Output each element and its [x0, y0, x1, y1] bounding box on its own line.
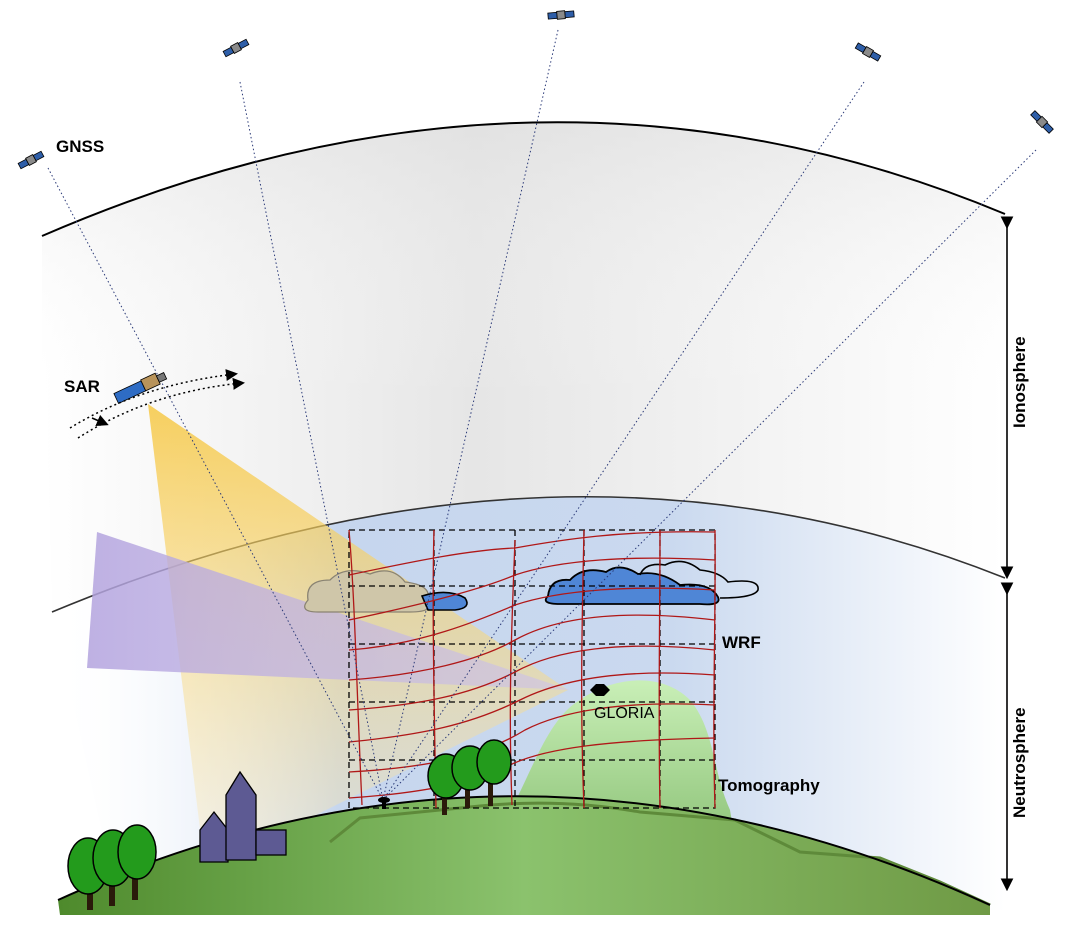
ionosphere-label: Ionosphere [1010, 336, 1029, 428]
gnss-satellite-3 [547, 9, 575, 21]
wrf-grid [348, 529, 716, 809]
gnss-satellite-4 [854, 41, 882, 63]
gnss-receiver-icon [378, 797, 390, 809]
trees-center [427, 739, 512, 815]
ionosphere-upper-boundary [41, 121, 1006, 237]
gnss-signal-paths [47, 29, 1037, 801]
sar-baseline-arrow [91, 414, 109, 426]
neutrosphere-label: Neutrosphere [1010, 707, 1029, 818]
trees-left [67, 824, 157, 910]
gloria-label: GLORIA [594, 705, 655, 722]
ground [58, 796, 990, 915]
sar-orbit-arrows [69, 369, 245, 439]
sar-label: SAR [64, 377, 100, 396]
gnss-satellite-5 [1029, 109, 1055, 135]
gloria-marker-icon [590, 684, 610, 696]
gnss-satellite-1 [17, 149, 45, 171]
sar-satellite [113, 372, 168, 405]
gnss-label: GNSS [56, 137, 104, 156]
earth-surface-line [57, 795, 991, 906]
buildings [199, 770, 287, 863]
wrf-label: WRF [722, 633, 761, 652]
tomography-label: Tomography [718, 776, 820, 795]
gnss-satellite-2 [222, 37, 250, 59]
